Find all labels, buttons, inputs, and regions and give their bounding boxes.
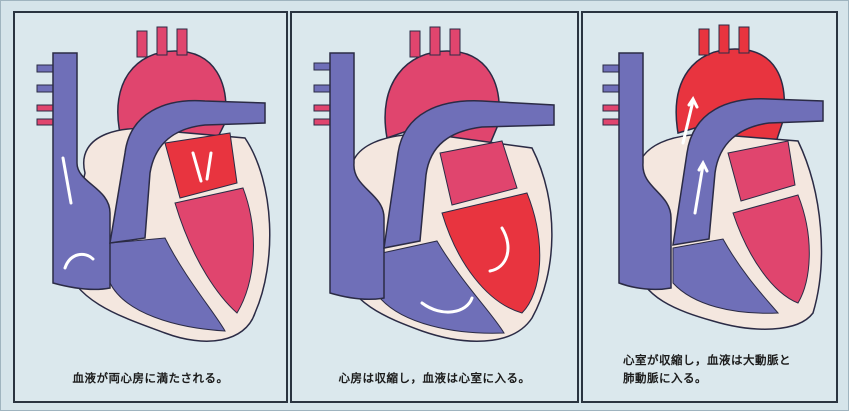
heart-diagram-2 (292, 13, 577, 401)
caption-panel-2: 心房は収縮し，血液は心室に入る。 (292, 369, 577, 387)
panel-atrial-filling: 血液が両心房に満たされる。 (13, 11, 288, 403)
heart-diagram-3 (583, 13, 836, 401)
aortic-branches (410, 27, 460, 57)
heart-diagram-1 (15, 13, 286, 401)
caption-panel-1: 血液が両心房に満たされる。 (15, 369, 286, 387)
caption-panel-3: 心室が収縮し，血液は大動脈と 肺動脈に入る。 (583, 351, 836, 387)
aortic-branches (137, 27, 187, 57)
panel-atrial-contraction: 心房は収縮し，血液は心室に入る。 (290, 11, 579, 403)
aortic-branches (699, 25, 749, 55)
panel-ventricular-contraction: 心室が収縮し，血液は大動脈と 肺動脈に入る。 (581, 11, 838, 403)
